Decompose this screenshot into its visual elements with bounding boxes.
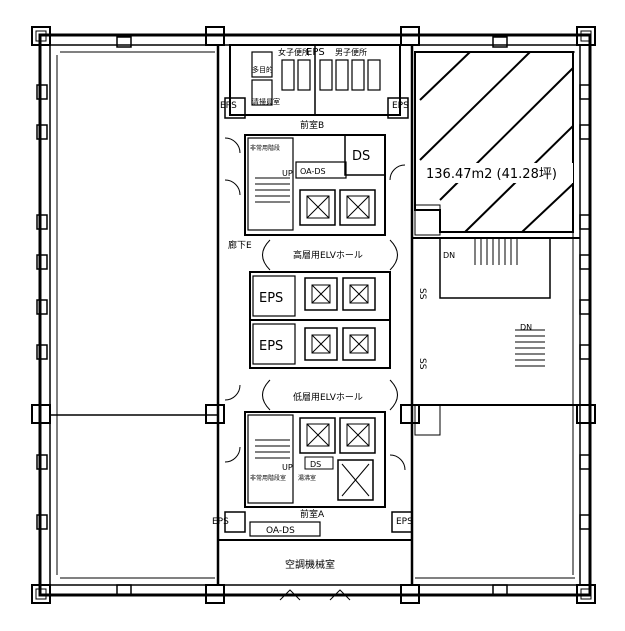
eps-shaft-2-label: EPS [259, 339, 283, 354]
ds-upper-label: DS [352, 149, 370, 164]
ds-lower-label: DS [310, 460, 321, 469]
area-label: 136.47m2 (41.28坪) [426, 167, 557, 182]
wc-small-label: 多目的 [252, 65, 273, 74]
door-swings [224, 137, 406, 601]
eps-right-lower-label: EPS [396, 517, 413, 527]
dn-upper-label: DN [443, 251, 455, 260]
women-wc-label: 女子便所 [278, 47, 310, 57]
rental-area: 136.47m2 (41.28坪) [414, 51, 574, 233]
up-lower-label: UP [282, 463, 293, 472]
lower-stair-core: 非常用階段室 UP DS 湯沸室 前室A [244, 411, 386, 520]
eps-right-upper-label: EPS [392, 101, 409, 111]
eps-left-upper-label: EPS [220, 101, 237, 111]
ss-lower-label: SS [417, 358, 427, 370]
upper-stair-core: 非常用階段 UP DS OA-DS [244, 134, 386, 236]
hvac-room-label: 空調機械室 [285, 558, 335, 571]
eps-left-lower-label: EPS [212, 517, 229, 527]
low-elv-hall-label: 低層用ELVホール [293, 391, 363, 403]
oa-ds-upper-label: OA-DS [300, 167, 326, 176]
right-stair: DN DN SS SS [414, 204, 551, 436]
toilet-core: 女子便所 EPS 男子便所 多目的 清掃員室 前室B EPS EPS [220, 44, 409, 131]
ss-upper-label: SS [417, 288, 427, 300]
eps-shaft-1-label: EPS [259, 291, 283, 306]
room-b-label: 前室B [300, 119, 324, 131]
bottom-core: EPS EPS OA-DS 空調機械室 [212, 511, 413, 571]
columns [31, 26, 596, 604]
room-a-label: 前室A [300, 508, 325, 520]
low-elv-hall: 低層用ELVホール [262, 379, 398, 411]
emergency-stair-label: 非常用階段 [250, 144, 280, 152]
high-elv-hall-label: 高層用ELVホール [293, 249, 363, 261]
pantry-label: 湯沸室 [298, 474, 316, 482]
men-wc-label: 男子便所 [335, 47, 367, 57]
emergency-stair-2-label: 非常用階段室 [250, 474, 286, 482]
eps-top-core-label: EPS [306, 47, 325, 58]
high-elv-hall: 廊下E 高層用ELVホール EPS EPS [228, 239, 398, 369]
cleaning-label: 清掃員室 [252, 97, 280, 106]
corridor-e-label: 廊下E [228, 239, 252, 251]
dn-lower-label: DN [520, 323, 532, 332]
oa-ds-lower-label: OA-DS [266, 526, 295, 536]
up-upper-label: UP [282, 169, 293, 178]
